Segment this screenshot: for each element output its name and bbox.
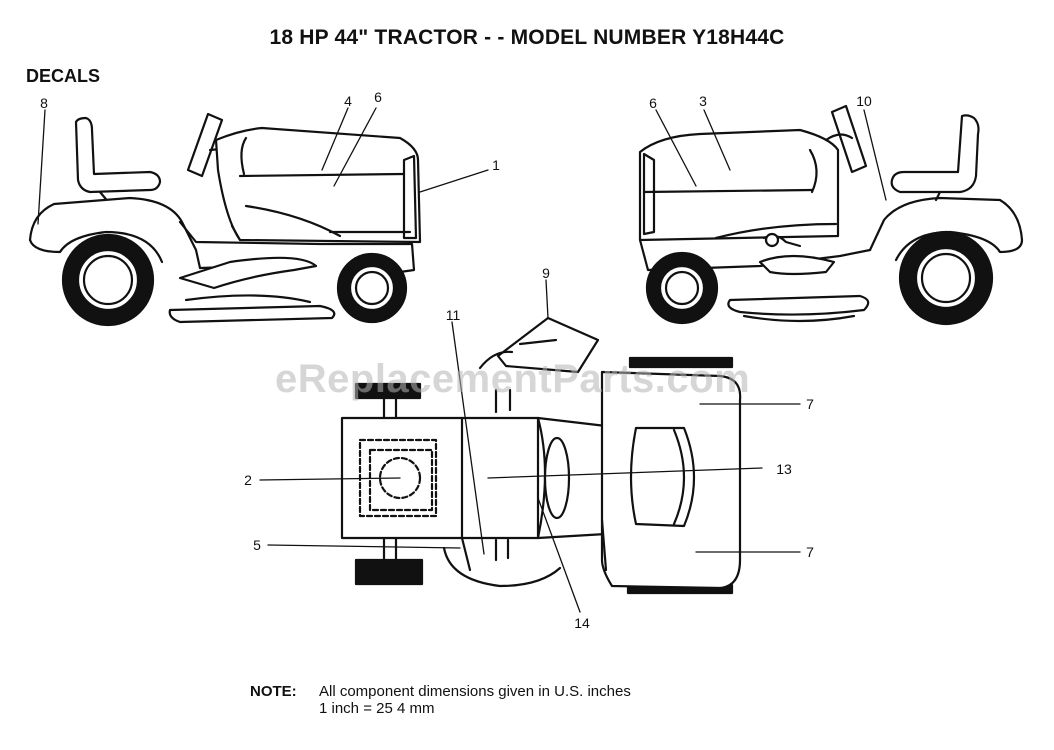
callout-10: 10 <box>856 93 872 109</box>
callout-numbers: 8 4 6 1 6 3 10 9 11 7 2 13 5 7 14 <box>40 89 872 631</box>
note-line-2: 1 inch = 25 4 mm <box>319 700 435 717</box>
callout-7-top: 7 <box>806 396 814 412</box>
callout-14: 14 <box>574 615 590 631</box>
callout-11: 11 <box>446 307 461 323</box>
callout-6-right: 6 <box>649 95 657 111</box>
callout-6-left: 6 <box>374 89 382 105</box>
callout-8: 8 <box>40 95 48 111</box>
callout-13: 13 <box>776 461 792 477</box>
callout-3: 3 <box>699 93 707 109</box>
top-view-tractor <box>340 316 742 595</box>
section-label: DECALS <box>26 66 101 86</box>
callout-1: 1 <box>492 157 500 173</box>
right-side-tractor-view <box>638 104 1024 326</box>
left-side-tractor-view <box>28 112 422 327</box>
callout-2: 2 <box>244 472 252 488</box>
callout-leader-lines <box>37 107 887 613</box>
callout-5: 5 <box>253 537 261 553</box>
watermark-text: eReplacementParts.com <box>275 357 751 401</box>
note-label: NOTE: <box>250 683 297 700</box>
callout-4: 4 <box>344 93 352 109</box>
callout-9: 9 <box>542 265 550 281</box>
note-line-1: All component dimensions given in U.S. i… <box>319 683 631 700</box>
diagram-title: 18 HP 44" TRACTOR - - MODEL NUMBER Y18H4… <box>269 26 785 49</box>
callout-7-bottom: 7 <box>806 544 814 560</box>
